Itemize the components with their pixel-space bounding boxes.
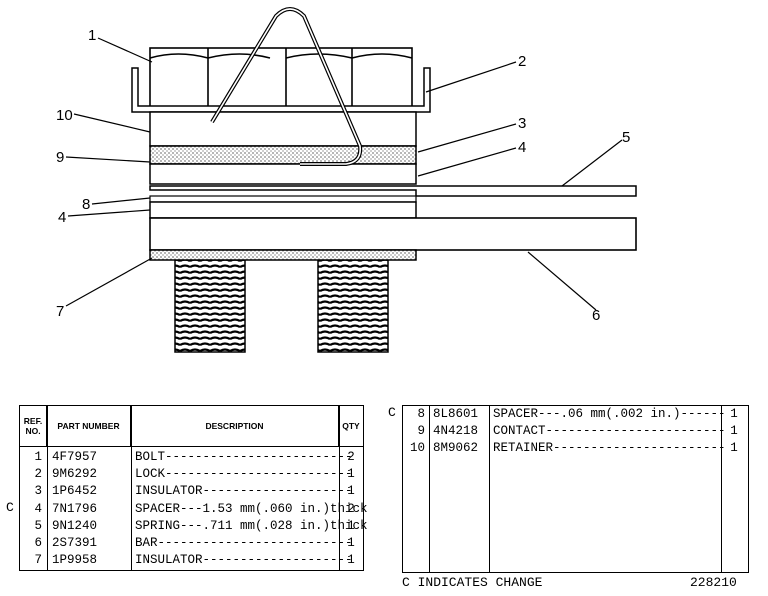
leader-lines bbox=[65, 37, 623, 311]
qty-cell: 1 bbox=[347, 553, 355, 568]
bar bbox=[149, 217, 637, 251]
callout-2: 2 bbox=[518, 53, 526, 70]
change-legend: C INDICATES CHANGE bbox=[402, 575, 543, 590]
ref-cell: 6 bbox=[34, 536, 42, 550]
table-row: 2 9M6292 LOCK-------------------------1 bbox=[20, 466, 363, 483]
qty-cell: 1 bbox=[347, 467, 355, 482]
header-part-number-text: PART NUMBER bbox=[57, 421, 120, 431]
lock bbox=[131, 67, 431, 113]
col-divider bbox=[429, 406, 430, 572]
callout-9: 9 bbox=[56, 149, 64, 166]
retainer-body bbox=[149, 111, 417, 147]
part-number-cell: 8L8601 bbox=[433, 407, 479, 421]
table-row: 10 8M9062 RETAINER----------------------- 1 bbox=[403, 440, 748, 457]
ref-cell: 1 bbox=[34, 450, 42, 464]
table-row: 6 2S7391 BAR--------------------------1 bbox=[20, 535, 363, 552]
header-description-text: DESCRIPTION bbox=[205, 421, 264, 431]
callout-8: 8 bbox=[82, 196, 90, 213]
contact bbox=[149, 163, 417, 185]
col-divider bbox=[339, 406, 340, 570]
document-number: 228210 bbox=[690, 575, 737, 590]
description-cell: RETAINER----------------------- bbox=[493, 441, 726, 456]
ref-cell: 4 bbox=[34, 501, 42, 516]
change-marker: C bbox=[6, 499, 14, 515]
header-description: DESCRIPTION bbox=[131, 406, 339, 446]
part-number-cell: 8M9062 bbox=[433, 441, 479, 456]
header-qty: QTY bbox=[339, 406, 363, 446]
description-cell: BAR-------------------------- bbox=[135, 536, 353, 550]
bolt-thread-right bbox=[317, 259, 389, 353]
ref-cell: 3 bbox=[34, 484, 42, 499]
spacer-thin bbox=[149, 195, 417, 203]
description-cell: LOCK------------------------- bbox=[135, 467, 353, 482]
description-cell: CONTACT------------------------ bbox=[493, 424, 726, 439]
spring bbox=[149, 185, 637, 197]
part-number-cell: 1P6452 bbox=[52, 484, 98, 499]
callout-7: 7 bbox=[56, 303, 64, 320]
callout-4-left: 4 bbox=[58, 209, 66, 226]
qty-cell: 1 bbox=[730, 424, 738, 439]
callout-5: 5 bbox=[622, 129, 630, 146]
description-cell: SPACER---1.53 mm(.060 in.)thick bbox=[135, 501, 368, 516]
qty-cell: 1 bbox=[347, 518, 355, 533]
header-rule bbox=[20, 446, 363, 447]
qty-cell: 2 bbox=[347, 501, 355, 516]
qty-cell: 2 bbox=[347, 450, 355, 464]
header-ref-no: REF. NO. bbox=[20, 406, 47, 446]
qty-cell: 1 bbox=[730, 441, 738, 456]
part-number-cell: 4N4218 bbox=[433, 424, 479, 439]
part-number-cell: 7N1796 bbox=[52, 501, 98, 516]
ref-cell: 5 bbox=[34, 518, 42, 533]
insulator-lower bbox=[149, 249, 417, 261]
description-cell: SPACER---.06 mm(.002 in.)------ bbox=[493, 407, 726, 421]
header-ref-no-text: REF. NO. bbox=[23, 416, 43, 436]
table-row: 7 1P9958 INSULATOR--------------------1 bbox=[20, 552, 363, 569]
part-number-cell: 9M6292 bbox=[52, 467, 98, 482]
ref-cell: 8 bbox=[417, 407, 425, 421]
table-row: 9 4N4218 CONTACT------------------------ 1 bbox=[403, 423, 748, 440]
callout-4-right: 4 bbox=[518, 139, 526, 156]
qty-cell: 1 bbox=[347, 536, 355, 550]
table-row: 8 8L8601 SPACER---.06 mm(.002 in.)------ 1 bbox=[403, 406, 748, 423]
qty-cell: 1 bbox=[347, 484, 355, 499]
callout-6: 6 bbox=[592, 307, 600, 324]
parts-table-left: REF. NO. PART NUMBER DESCRIPTION QTY 1 4F… bbox=[19, 405, 368, 571]
col-divider bbox=[47, 406, 48, 570]
part-number-cell: 1P9958 bbox=[52, 553, 98, 568]
col-divider bbox=[489, 406, 490, 572]
bolt-heads bbox=[149, 47, 413, 111]
callout-10: 10 bbox=[56, 107, 73, 124]
header-part-number: PART NUMBER bbox=[47, 406, 131, 446]
callout-3: 3 bbox=[518, 115, 526, 132]
ref-cell: 7 bbox=[34, 553, 42, 568]
description-cell: SPRING---.711 mm(.028 in.)thick bbox=[135, 518, 368, 533]
description-cell: INSULATOR-------------------- bbox=[135, 484, 353, 499]
callout-1: 1 bbox=[88, 27, 96, 44]
part-number-cell: 2S7391 bbox=[52, 536, 98, 550]
description-cell: INSULATOR-------------------- bbox=[135, 553, 353, 568]
table-row: 1 4F7957 BOLT-------------------------2 bbox=[20, 449, 363, 466]
spacer-thick bbox=[149, 201, 417, 219]
ref-cell: 10 bbox=[409, 441, 425, 456]
col-divider bbox=[131, 406, 132, 570]
assembly-diagram: 1 2 3 4 5 6 7 8 4 9 10 bbox=[56, 7, 637, 353]
part-number-cell: 4F7957 bbox=[52, 450, 98, 464]
bolt-thread-left bbox=[174, 259, 246, 353]
insulator-upper bbox=[149, 145, 417, 165]
ref-cell: 2 bbox=[34, 467, 42, 482]
change-marker: C bbox=[388, 405, 396, 420]
header-qty-text: QTY bbox=[342, 421, 360, 431]
qty-cell: 1 bbox=[730, 407, 738, 421]
description-cell: BOLT------------------------- bbox=[135, 450, 353, 464]
part-number-cell: 9N1240 bbox=[52, 518, 98, 533]
col-divider bbox=[721, 406, 722, 572]
table-row: 3 1P6452 INSULATOR--------------------1 bbox=[20, 483, 363, 500]
ref-cell: 9 bbox=[417, 424, 425, 439]
